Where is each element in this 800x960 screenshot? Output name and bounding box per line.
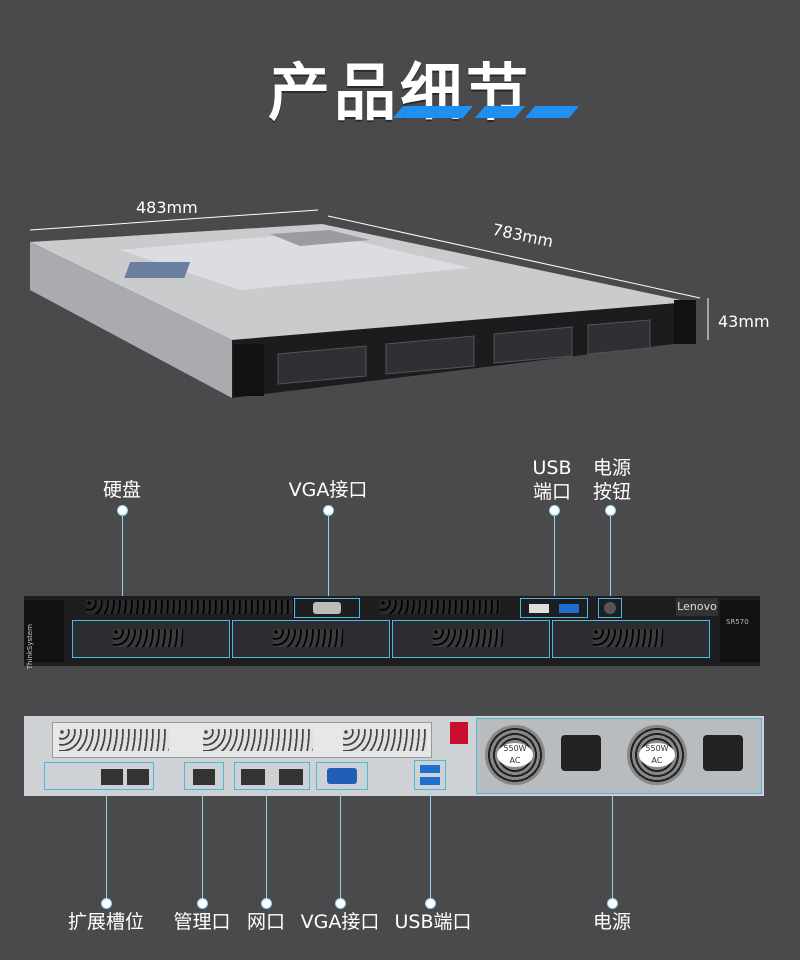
front-vent <box>380 600 500 614</box>
label-power-supply: 电源 <box>592 911 631 933</box>
callout-line <box>430 790 431 902</box>
rear-expansion-port-area <box>44 762 154 790</box>
label-expansion-slots: 扩展槽位 <box>67 911 144 933</box>
power-socket <box>561 735 601 771</box>
callout-dot <box>101 898 112 909</box>
psu-fan: 550W AC <box>627 725 687 785</box>
front-usb-ports <box>520 598 588 618</box>
callout-line <box>340 790 341 902</box>
power-supplies: 550W AC 550W AC <box>476 718 762 794</box>
network-ports <box>234 762 310 790</box>
callout-dot <box>335 898 346 909</box>
label-network-ports: 网口 <box>246 911 285 933</box>
server-rear-panel: 550W AC 550W AC <box>24 716 764 796</box>
rear-usb-ports <box>414 760 446 790</box>
callout-line <box>202 790 203 902</box>
release-tab <box>450 722 468 744</box>
lenovo-logo: Lenovo <box>676 598 718 616</box>
server-3d-illustration <box>29 209 709 398</box>
right-rack-ear: SR570 <box>720 600 760 662</box>
power-socket <box>703 735 743 771</box>
callout-dot <box>607 898 618 909</box>
server-front-panel: ThinkSystem Lenovo SR570 <box>24 596 760 670</box>
height-dimension-label: 43mm <box>718 312 770 331</box>
width-dimension-label: 483mm <box>136 198 198 217</box>
callout-dot <box>261 898 272 909</box>
callout-line <box>328 514 329 600</box>
drive-bay <box>392 620 550 658</box>
label-front-vga: VGA接口 <box>288 479 368 501</box>
label-power-button: 电源 按钮 <box>592 457 631 503</box>
callout-line <box>612 794 613 902</box>
label-rear-usb: USB端口 <box>394 911 472 933</box>
rear-vga-port <box>316 762 368 790</box>
model-label: SR570 <box>726 618 749 626</box>
callout-dot <box>425 898 436 909</box>
label-drives: 硬盘 <box>102 479 141 501</box>
expansion-slots <box>52 722 432 758</box>
callout-line <box>610 514 611 600</box>
power-button <box>598 598 622 618</box>
callout-line <box>266 790 267 902</box>
psu-fan: 550W AC <box>485 725 545 785</box>
title-accent-stripe <box>388 106 580 118</box>
drive-bay <box>72 620 230 658</box>
label-rear-vga: VGA接口 <box>300 911 380 933</box>
callout-line <box>106 790 107 902</box>
callout-dot <box>197 898 208 909</box>
drive-bay <box>552 620 710 658</box>
label-front-usb: USB 端口 <box>532 457 572 503</box>
drive-bay <box>232 620 390 658</box>
brand-badge: ThinkSystem <box>26 624 34 670</box>
front-vga-port <box>294 598 360 618</box>
callout-line <box>122 514 123 624</box>
left-rack-ear <box>24 600 64 662</box>
callout-line <box>554 514 555 600</box>
label-management-port: 管理口 <box>173 911 231 933</box>
front-vent <box>86 600 296 614</box>
page-title: 产品细节 <box>267 56 532 129</box>
management-port <box>184 762 224 790</box>
